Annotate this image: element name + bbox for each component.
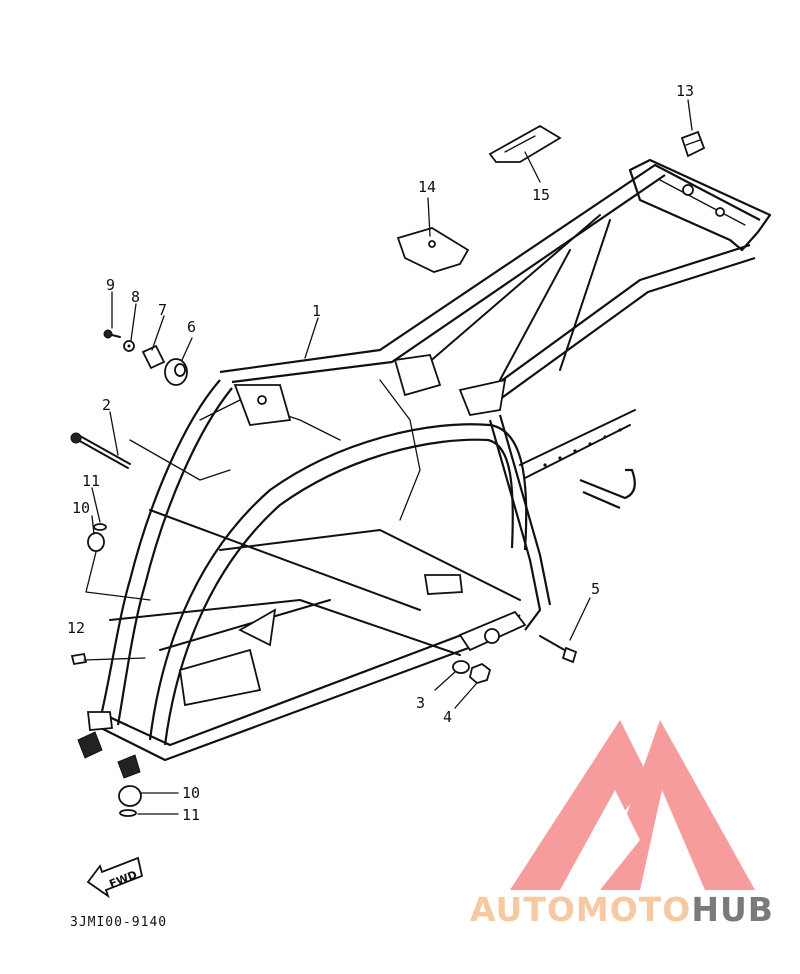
callout-1: 1 (312, 302, 321, 320)
main-frame (77, 158, 772, 779)
part-10-damper-lower (118, 785, 142, 807)
callout-11-lower: 11 (182, 806, 200, 824)
callout-5: 5 (591, 580, 600, 598)
callout-3: 3 (416, 694, 425, 712)
part-14-pad (396, 227, 470, 273)
callout-8: 8 (131, 288, 140, 306)
part-12-screw (70, 652, 88, 666)
callout-14: 14 (418, 178, 436, 196)
part-13-cap (680, 130, 706, 158)
callout-15: 15 (532, 186, 550, 204)
callout-9: 9 (106, 276, 115, 294)
part-5-bolt (539, 635, 578, 664)
part-7-collar (141, 344, 166, 370)
callout-12: 12 (67, 619, 85, 637)
watermark-text: AUTOMOTOHUB (470, 890, 774, 929)
callout-2: 2 (102, 396, 111, 414)
drawing-code: 3JMI00-9140 (70, 915, 167, 930)
part-11-clip-lower (119, 809, 137, 817)
part-9-bolt (103, 329, 121, 339)
watermark-part1: AUTOMOTO (470, 890, 692, 929)
part-8-washer (123, 340, 135, 352)
callout-4: 4 (443, 708, 452, 726)
callout-10-upper: 10 (72, 499, 90, 517)
callout-13: 13 (676, 82, 694, 100)
part-11-clip-upper (93, 523, 107, 531)
callout-6: 6 (187, 318, 196, 336)
rail-holes (543, 428, 622, 467)
part-15-strap (488, 124, 562, 163)
part-2-bolt (70, 432, 131, 469)
leader-lines (83, 99, 693, 815)
part-10-damper-upper (87, 532, 105, 552)
callout-7: 7 (158, 301, 167, 319)
automotohub-logo (510, 720, 755, 890)
callout-10-lower: 10 (182, 784, 200, 802)
callout-11-upper: 11 (82, 472, 100, 490)
watermark-part2: HUB (691, 890, 774, 929)
callout-numbers: 1 2 3 4 5 6 7 8 9 10 11 12 13 14 15 10 1… (67, 82, 694, 824)
part-3-washer (452, 660, 470, 674)
part-6-bushing (164, 358, 188, 386)
fwd-arrow: FWD (86, 856, 144, 899)
part-4-nut (469, 662, 492, 685)
